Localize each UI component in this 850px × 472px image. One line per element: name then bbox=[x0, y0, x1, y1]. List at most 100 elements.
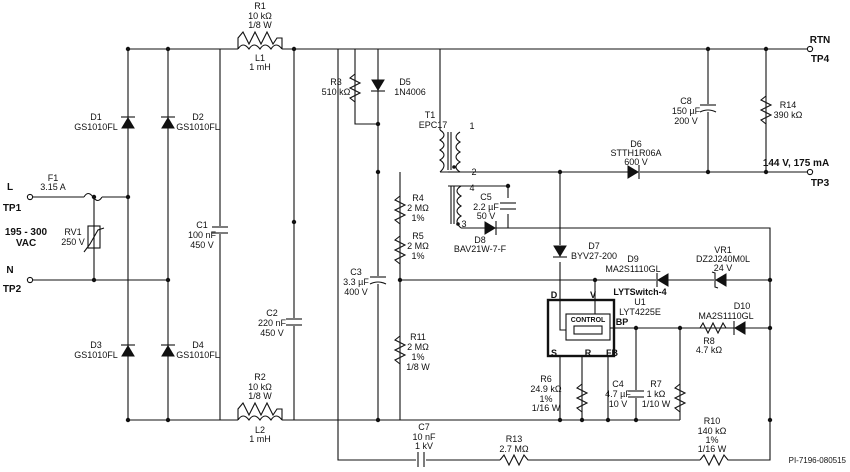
r4-ref: R4 bbox=[412, 193, 424, 203]
wires bbox=[30, 48, 808, 461]
r4-tol: 1% bbox=[411, 213, 424, 223]
r4-resistor-symbol bbox=[393, 195, 407, 225]
d1-diode-symbol bbox=[121, 116, 135, 129]
c8-capacitor-symbol bbox=[699, 104, 717, 113]
r10-ref: R10 bbox=[704, 416, 721, 426]
d10-part: MA2S1110GL bbox=[698, 311, 753, 321]
d2-part: GS1010FL bbox=[176, 122, 220, 132]
l1-value: 1 mH bbox=[249, 62, 271, 72]
d8-part: BAV21W-7-F bbox=[454, 244, 507, 254]
document-id: PI-7196-080515 bbox=[789, 456, 847, 465]
c5-ref: C5 bbox=[480, 192, 492, 202]
r11-resistor-symbol bbox=[393, 335, 407, 365]
r14-resistor-symbol bbox=[759, 95, 773, 125]
r8-resistor-symbol bbox=[699, 321, 727, 335]
r11-ref: R11 bbox=[410, 332, 426, 342]
output-rating: 144 V, 175 mA bbox=[763, 158, 829, 169]
rv1-varistor-symbol bbox=[83, 225, 105, 253]
tp3-label: TP3 bbox=[811, 178, 830, 189]
rv1-value: 250 V bbox=[61, 237, 85, 247]
t1-core: EPC17 bbox=[419, 120, 448, 130]
l1-inductor-symbol bbox=[237, 44, 283, 50]
r11-value: 2 MΩ bbox=[407, 342, 429, 352]
c2-capacitor-symbol bbox=[286, 318, 302, 326]
r1-ref: R1 bbox=[254, 1, 266, 11]
c3-ref: C3 bbox=[350, 267, 362, 277]
u1-pin-r: R bbox=[585, 348, 592, 358]
l2-ref: L2 bbox=[255, 425, 265, 435]
r6-rating: 1/16 W bbox=[532, 403, 561, 413]
t1-pin-4: 4 bbox=[469, 183, 474, 193]
d7-part: BYV27-200 bbox=[571, 251, 617, 261]
c8-value: 150 µF bbox=[672, 106, 701, 116]
rv1-ref: RV1 bbox=[64, 227, 81, 237]
d2-diode-symbol bbox=[161, 116, 175, 129]
c5-value: 2.2 µF bbox=[473, 202, 499, 212]
d10-ref: D10 bbox=[734, 301, 751, 311]
c8-ref: C8 bbox=[680, 96, 692, 106]
r10-rating: 1/16 W bbox=[698, 444, 727, 454]
f1-ref: F1 bbox=[48, 173, 59, 183]
tp2-label: TP2 bbox=[3, 284, 22, 295]
tp1-terminal bbox=[26, 193, 34, 201]
t1-transformer-symbol bbox=[438, 129, 463, 229]
c5-rating: 50 V bbox=[477, 211, 496, 221]
rtn-label: RTN bbox=[810, 35, 831, 46]
r5-resistor-symbol bbox=[393, 235, 407, 265]
r7-ref: R7 bbox=[650, 379, 662, 389]
u1-pin-bp: BP bbox=[616, 317, 629, 327]
d5-diode-symbol bbox=[371, 79, 385, 92]
c4-ref: C4 bbox=[612, 379, 624, 389]
d6-part: STTH1R06A bbox=[610, 148, 661, 158]
c7-ref: C7 bbox=[418, 422, 430, 432]
d7-ref: D7 bbox=[588, 241, 600, 251]
d6-rating: 600 V bbox=[624, 157, 648, 167]
u1-control-label: CONTROL bbox=[571, 317, 606, 324]
d3-part: GS1010FL bbox=[74, 350, 118, 360]
r6-ref: R6 bbox=[540, 374, 552, 384]
c5-capacitor-symbol bbox=[500, 202, 516, 210]
u1-part: LYT4225E bbox=[619, 307, 661, 317]
r11-rating: 1/8 W bbox=[406, 362, 430, 372]
neutral-label: N bbox=[6, 265, 13, 276]
c1-ref: C1 bbox=[196, 220, 208, 230]
c2-ref: C2 bbox=[266, 308, 278, 318]
t1-pin-3: 3 bbox=[461, 219, 466, 229]
d1-ref: D1 bbox=[90, 112, 102, 122]
c7-value: 10 nF bbox=[412, 432, 436, 442]
r1-value: 10 kΩ bbox=[248, 11, 272, 21]
d9-part: MA2S1110GL bbox=[605, 264, 660, 274]
c2-value: 220 nF bbox=[258, 318, 287, 328]
r5-value: 2 MΩ bbox=[407, 241, 429, 251]
f1-value: 3.15 A bbox=[40, 182, 66, 192]
r13-resistor-symbol bbox=[499, 453, 530, 467]
r14-value: 390 kΩ bbox=[774, 110, 803, 120]
r8-ref: R8 bbox=[703, 336, 715, 346]
r3-value: 510 kΩ bbox=[322, 87, 351, 97]
r1-resistor-symbol bbox=[237, 30, 283, 49]
d3-ref: D3 bbox=[90, 340, 102, 350]
c4-capacitor-symbol bbox=[628, 390, 644, 398]
d9-diode-symbol bbox=[656, 273, 669, 287]
d4-diode-symbol bbox=[161, 344, 175, 357]
vr1-rating: 24 V bbox=[714, 263, 733, 273]
d1-part: GS1010FL bbox=[74, 122, 118, 132]
c4-rating: 10 V bbox=[609, 399, 628, 409]
t1-pin-1: 1 bbox=[469, 121, 474, 131]
r7-resistor-symbol bbox=[673, 383, 687, 413]
d10-diode-symbol bbox=[733, 321, 746, 335]
d5-part: 1N4006 bbox=[394, 87, 426, 97]
r1-rating: 1/8 W bbox=[248, 20, 272, 30]
u1-pin-s: S bbox=[551, 348, 557, 358]
r13-ref: R13 bbox=[506, 434, 523, 444]
r2-value: 10 kΩ bbox=[248, 382, 272, 392]
r6-tol: 1% bbox=[539, 394, 552, 404]
tp2-terminal bbox=[26, 276, 34, 284]
d3-diode-symbol bbox=[121, 344, 135, 357]
tp3-terminal bbox=[806, 168, 814, 176]
c8-rating: 200 V bbox=[674, 116, 698, 126]
d6-ref: D6 bbox=[630, 139, 642, 149]
u1-family: LYTSwitch-4 bbox=[613, 287, 666, 297]
